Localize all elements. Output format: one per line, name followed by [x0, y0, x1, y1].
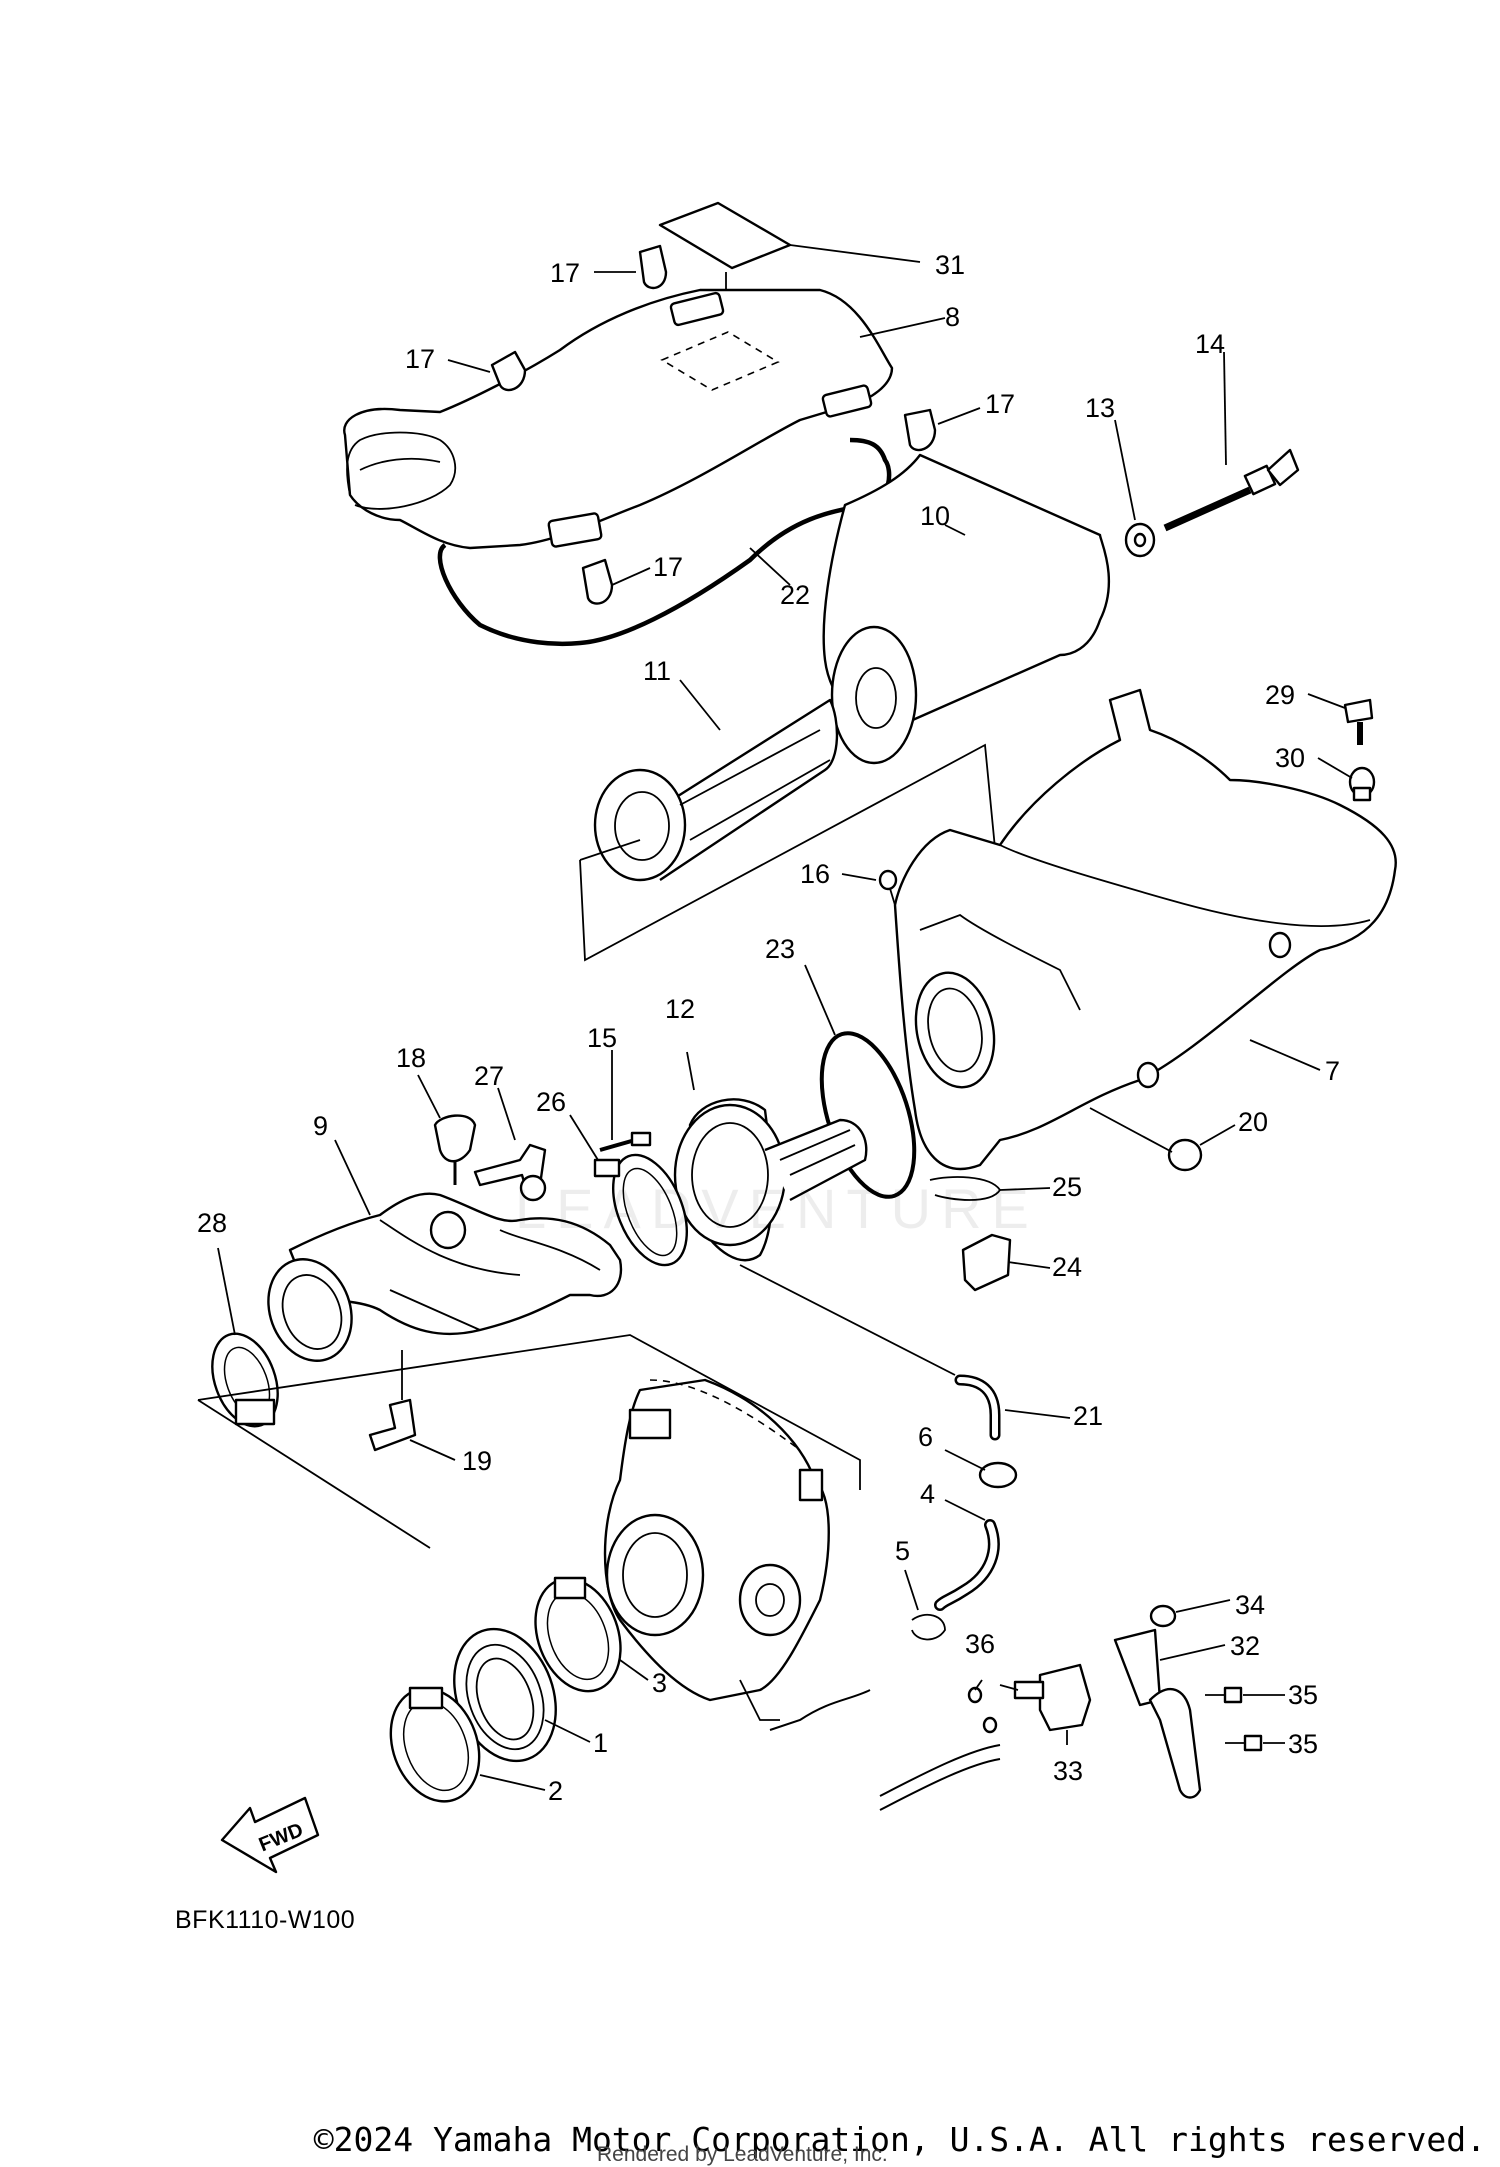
callout-32: 32 — [1230, 1631, 1260, 1661]
part-4-hose — [934, 1499, 1000, 1611]
part-17-clips — [447, 244, 981, 605]
callout-31: 31 — [935, 250, 965, 280]
callout-27: 27 — [474, 1061, 504, 1091]
callout-17c: 17 — [985, 389, 1015, 419]
callout-9: 9 — [313, 1111, 328, 1141]
callout-35a: 35 — [1288, 1680, 1318, 1710]
callout-23: 23 — [765, 934, 795, 964]
part-5-clip — [904, 1569, 946, 1641]
callout-33: 33 — [1053, 1756, 1083, 1786]
callout-30: 30 — [1275, 743, 1305, 773]
part-21-hose — [739, 1264, 1071, 1441]
callout-22: 22 — [780, 580, 810, 610]
callout-15: 15 — [587, 1023, 617, 1053]
callout-18: 18 — [396, 1043, 426, 1073]
callout-12: 12 — [665, 994, 695, 1024]
callout-14: 14 — [1195, 329, 1225, 359]
callout-16: 16 — [800, 859, 830, 889]
part-31-label — [658, 201, 921, 345]
part-25-clip — [929, 1176, 1051, 1201]
part-16-fastener — [841, 869, 898, 891]
callout-4: 4 — [920, 1479, 935, 1509]
part-24-holder — [961, 1233, 1051, 1292]
diagram-code: BFK1110-W100 — [175, 1906, 356, 1934]
callout-17a: 17 — [550, 258, 580, 288]
callout-34: 34 — [1235, 1590, 1265, 1620]
callout-13: 13 — [1085, 393, 1115, 423]
watermark-text: LEADVENTURE — [515, 1177, 1039, 1240]
part-1-joint — [453, 1627, 591, 1763]
part-35-bolts — [1205, 1686, 1285, 1752]
rendered-by-notice: Rendered by LeadVenture, Inc. — [597, 2143, 888, 2166]
part-8-airbox-cover — [343, 288, 946, 550]
callout-10: 10 — [920, 501, 950, 531]
callout-5: 5 — [895, 1536, 910, 1566]
part-26-clamp — [569, 1114, 688, 1267]
part-7-airbox — [884, 688, 1397, 1171]
part-13-14-bolt-washer — [1114, 351, 1300, 558]
callout-6: 6 — [918, 1422, 933, 1452]
part-34-nut — [1149, 1599, 1231, 1628]
callout-8: 8 — [945, 302, 960, 332]
callout-17d: 17 — [653, 552, 683, 582]
callout-1: 1 — [593, 1728, 608, 1758]
copyright-notice: ©2024 Yamaha Motor Corporation, U.S.A. A… — [313, 2120, 1486, 2159]
callout-11: 11 — [643, 656, 671, 686]
callout-35b: 35 — [1288, 1729, 1318, 1759]
part-32-bracket — [1113, 1628, 1226, 1799]
callout-numbers: 1 2 3 4 5 6 7 8 9 10 11 12 13 14 15 16 1… — [197, 250, 1340, 1806]
part-3-clamp — [534, 1576, 649, 1693]
callout-21: 21 — [1073, 1401, 1103, 1431]
callout-28: 28 — [197, 1208, 227, 1238]
part-28-clamp — [211, 1247, 279, 1428]
part-22-seal — [437, 437, 892, 647]
callout-19: 19 — [462, 1446, 492, 1476]
callout-3: 3 — [652, 1668, 667, 1698]
callout-2: 2 — [548, 1776, 563, 1806]
throttle-body-assembly — [603, 1378, 830, 1721]
callout-24: 24 — [1052, 1252, 1082, 1282]
part-15-pin — [599, 1050, 652, 1152]
part-27-elbow — [473, 1087, 547, 1202]
part-6-clamp — [944, 1449, 1018, 1489]
part-20-plug — [1089, 1107, 1236, 1172]
part-11-filter-cage — [593, 679, 839, 882]
callout-36: 36 — [965, 1629, 995, 1659]
callout-26: 26 — [536, 1087, 566, 1117]
part-12-joint — [673, 1051, 868, 1262]
callout-25: 25 — [1052, 1172, 1082, 1202]
callout-29: 29 — [1265, 680, 1295, 710]
part-9-intake-duct — [267, 1139, 623, 1362]
part-10-filter — [822, 453, 1111, 765]
part-33-solenoid — [999, 1663, 1092, 1745]
part-2-clamp — [389, 1686, 546, 1803]
callout-17b: 17 — [405, 344, 435, 374]
part-29-30-bolt-grommet — [1307, 693, 1376, 802]
part-36-clips — [967, 1679, 998, 1734]
part-18-sensor — [417, 1074, 477, 1250]
callout-20: 20 — [1238, 1107, 1268, 1137]
fwd-arrow-icon: FWD — [220, 1796, 320, 1874]
callout-7: 7 — [1325, 1056, 1340, 1086]
part-19-elbow — [368, 1350, 456, 1461]
